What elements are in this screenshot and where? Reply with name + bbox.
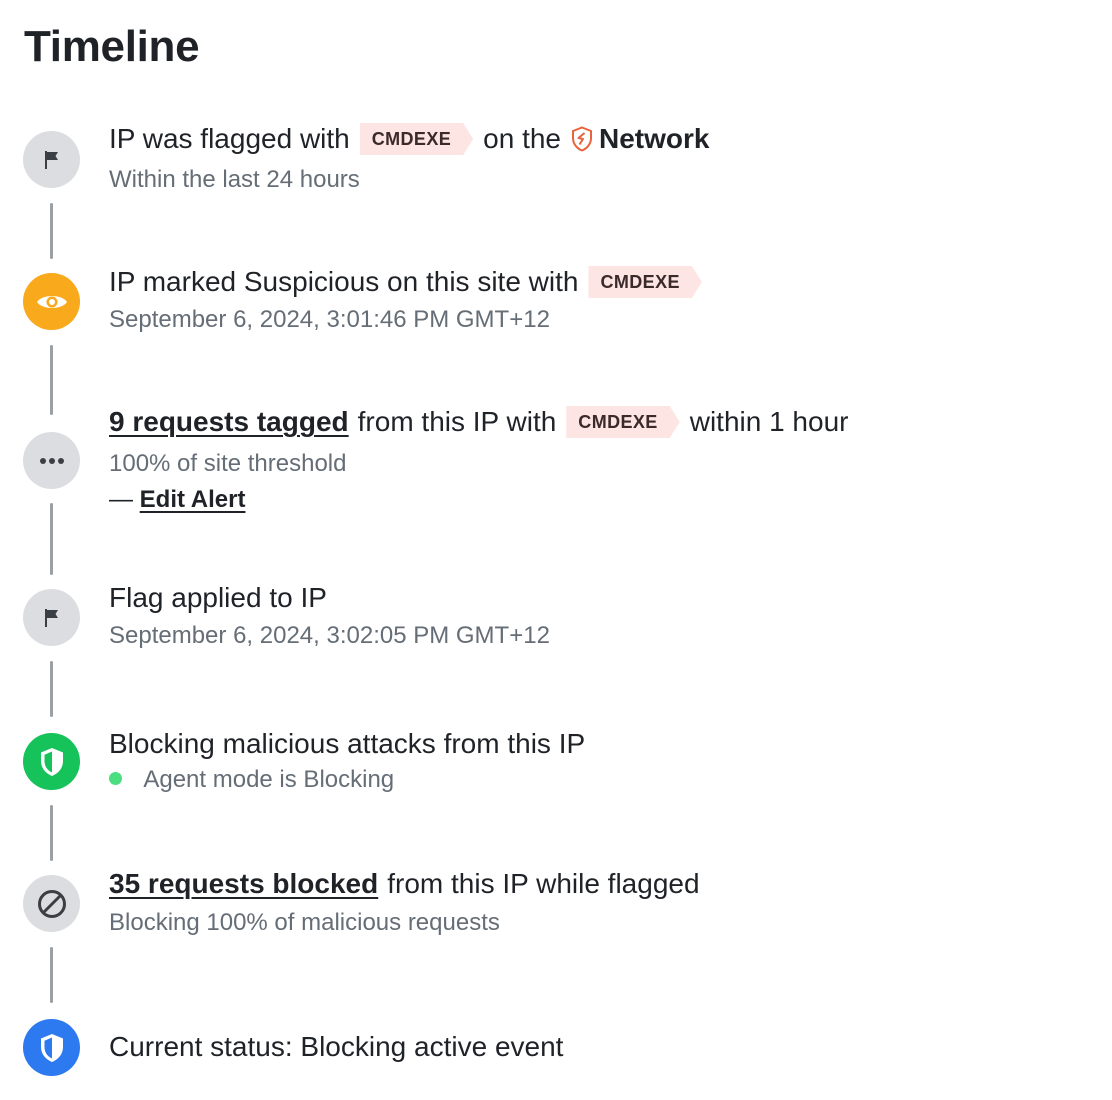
dash-separator: — [109, 486, 133, 513]
timeline-event-flagged-network: IP was flagged with CMDEXE on the Networ… [109, 122, 709, 195]
event-subtitle: 100% of site threshold [109, 450, 347, 477]
requests-blocked-link[interactable]: 35 requests blocked [109, 868, 379, 899]
status-dot [109, 772, 122, 786]
timeline-event-current-status: Current status: Blocking active event [109, 1030, 563, 1064]
event-title: Flag applied to IP [109, 582, 327, 613]
timeline-event-blocking-attacks: Blocking malicious attacks from this IP … [109, 727, 585, 795]
status-text: Agent mode is Blocking [143, 766, 395, 793]
event-timestamp: September 6, 2024, 3:02:05 PM GMT+12 [109, 622, 550, 649]
flag-icon [23, 131, 80, 188]
page-title: Timeline [24, 22, 200, 71]
event-title-text: within 1 hour [689, 406, 849, 437]
event-title-text: on the [483, 123, 562, 154]
event-title-text: IP was flagged with [109, 123, 350, 154]
timeline-connector [50, 203, 53, 259]
shield-check-icon [23, 733, 80, 790]
timeline-event-suspicious: IP marked Suspicious on this site with C… [109, 265, 712, 335]
event-title: Blocking malicious attacks from this IP [109, 728, 586, 759]
tag-badge: CMDEXE [588, 266, 701, 298]
blocked-icon [23, 875, 80, 932]
event-title-text: from this IP with [357, 406, 557, 437]
eye-icon [23, 273, 80, 330]
event-timestamp: September 6, 2024, 3:01:46 PM GMT+12 [109, 306, 550, 333]
flag-icon [23, 589, 80, 646]
timeline-connector [50, 345, 53, 415]
requests-tagged-link[interactable]: 9 requests tagged [109, 406, 349, 437]
agent-mode-status: Agent mode is Blocking [109, 765, 585, 795]
event-title-text: from this IP while flagged [387, 868, 700, 899]
network-label: Network [599, 123, 710, 154]
timeline-connector [50, 503, 53, 575]
event-title: 9 requests tagged from this IP with CMDE… [109, 405, 848, 439]
timeline-connector [50, 947, 53, 1003]
event-title-text: IP marked Suspicious on this site with [109, 266, 579, 297]
network-shield-icon [572, 126, 593, 152]
shield-icon [23, 1019, 80, 1076]
timeline-connector [50, 661, 53, 717]
timeline-event-requests-tagged: 9 requests tagged from this IP with CMDE… [109, 405, 848, 515]
tag-badge: CMDEXE [360, 123, 473, 155]
network-link: Network [571, 122, 709, 156]
more-dots-icon [23, 432, 80, 489]
tag-badge: CMDEXE [566, 406, 679, 438]
event-title: IP marked Suspicious on this site with C… [109, 265, 712, 299]
event-title: Current status: Blocking active event [109, 1031, 564, 1062]
timeline-connector [50, 805, 53, 861]
event-title: IP was flagged with CMDEXE on the Networ… [109, 122, 709, 156]
timeline-event-flag-applied: Flag applied to IP September 6, 2024, 3:… [109, 581, 550, 651]
event-title: 35 requests blocked from this IP while f… [109, 867, 700, 901]
event-subtitle: Within the last 24 hours [109, 166, 360, 193]
event-subtitle: Blocking 100% of malicious requests [109, 909, 500, 936]
edit-alert-link[interactable]: Edit Alert [139, 486, 246, 513]
timeline-event-requests-blocked: 35 requests blocked from this IP while f… [109, 867, 700, 938]
edit-alert-row: — Edit Alert [109, 485, 848, 515]
